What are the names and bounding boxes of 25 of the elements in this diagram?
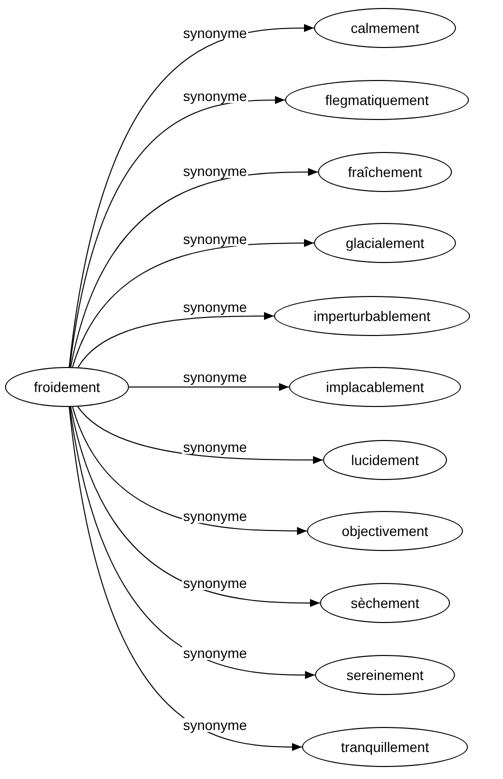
arrow <box>128 383 290 391</box>
ellipse-node: tranquillement <box>302 727 468 767</box>
ellipse-node: sèchement <box>320 583 450 623</box>
edge-label: synonyme <box>182 718 248 732</box>
edge-label: synonyme <box>182 646 248 660</box>
arrow <box>69 96 286 368</box>
ellipse-node: froidement <box>5 367 129 407</box>
arrow <box>77 406 324 464</box>
ellipse-node: imperturbablement <box>274 296 470 336</box>
arrow <box>68 24 314 368</box>
arrow <box>70 168 318 368</box>
ellipse-node: sereinement <box>315 655 455 695</box>
arrow <box>68 406 302 751</box>
ellipse-node: lucidement <box>323 440 447 480</box>
ellipse-node: fraîchement <box>318 152 452 192</box>
arrow <box>78 312 274 368</box>
ellipse-node: flegmatiquement <box>285 80 469 120</box>
ellipse-node: implacablement <box>289 367 461 407</box>
arrow <box>72 239 314 368</box>
ellipse-node: glacialement <box>314 223 456 263</box>
ellipse-node: calmement <box>314 8 456 48</box>
ellipse-node: objectivement <box>307 511 463 551</box>
arrow <box>70 406 320 607</box>
arrow <box>72 406 308 535</box>
arrow <box>69 406 316 679</box>
